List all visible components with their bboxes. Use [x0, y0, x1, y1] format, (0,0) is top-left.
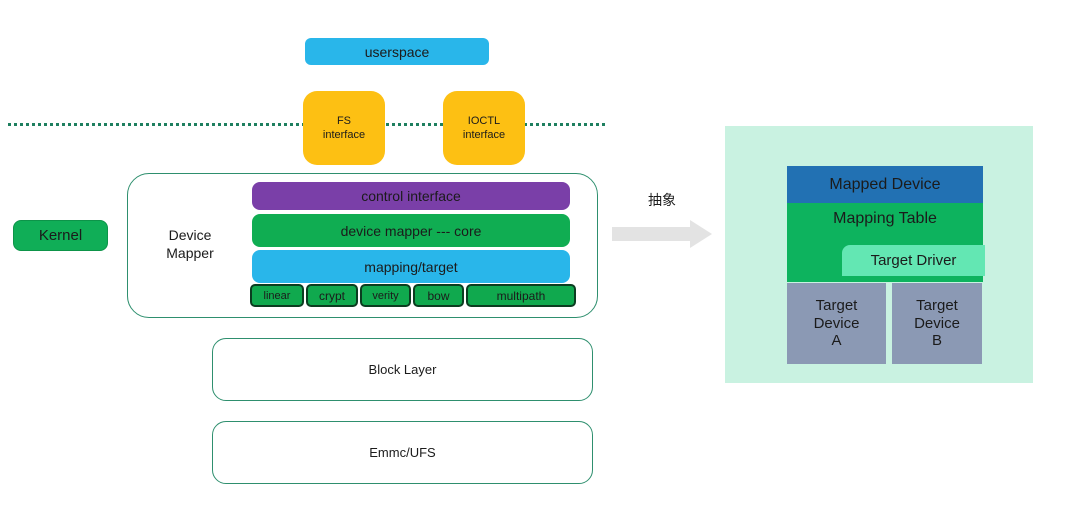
mapping-target-layer: mapping/target: [252, 250, 570, 283]
target-driver-box: Target Driver: [842, 245, 985, 276]
userspace-label: userspace: [364, 43, 430, 60]
kernel-tag: Kernel: [13, 220, 108, 251]
target-chip-bow: bow: [413, 284, 464, 307]
ioctl-interface-label: IOCTL interface: [462, 114, 506, 141]
kernel-label: Kernel: [38, 227, 83, 244]
fs-interface-label: FS interface: [322, 114, 366, 141]
target-device-a-box: Target Device A: [787, 283, 886, 364]
device-mapper-core-layer: device mapper --- core: [252, 214, 570, 247]
target-chip-crypt: crypt: [306, 284, 358, 307]
target-chip-multipath: multipath: [466, 284, 576, 307]
block-layer-box: Block Layer: [212, 338, 593, 401]
target-device-b-box: Target Device B: [892, 283, 982, 364]
control-interface-layer: control interface: [252, 182, 570, 210]
abstraction-arrow-body: [612, 227, 690, 241]
emmc-ufs-box: Emmc/UFS: [212, 421, 593, 484]
device-mapper-title: Device Mapper: [166, 227, 214, 261]
target-chip-linear: linear: [250, 284, 304, 307]
fs-interface-box: FS interface: [303, 91, 385, 165]
mapped-device-box: Mapped Device: [787, 166, 983, 203]
target-chip-verity: verity: [360, 284, 411, 307]
ioctl-interface-box: IOCTL interface: [443, 91, 525, 165]
abstraction-arrow-head-icon: [690, 220, 712, 248]
abstraction-arrow-label: 抽象: [648, 192, 676, 208]
userspace-box: userspace: [305, 38, 489, 65]
